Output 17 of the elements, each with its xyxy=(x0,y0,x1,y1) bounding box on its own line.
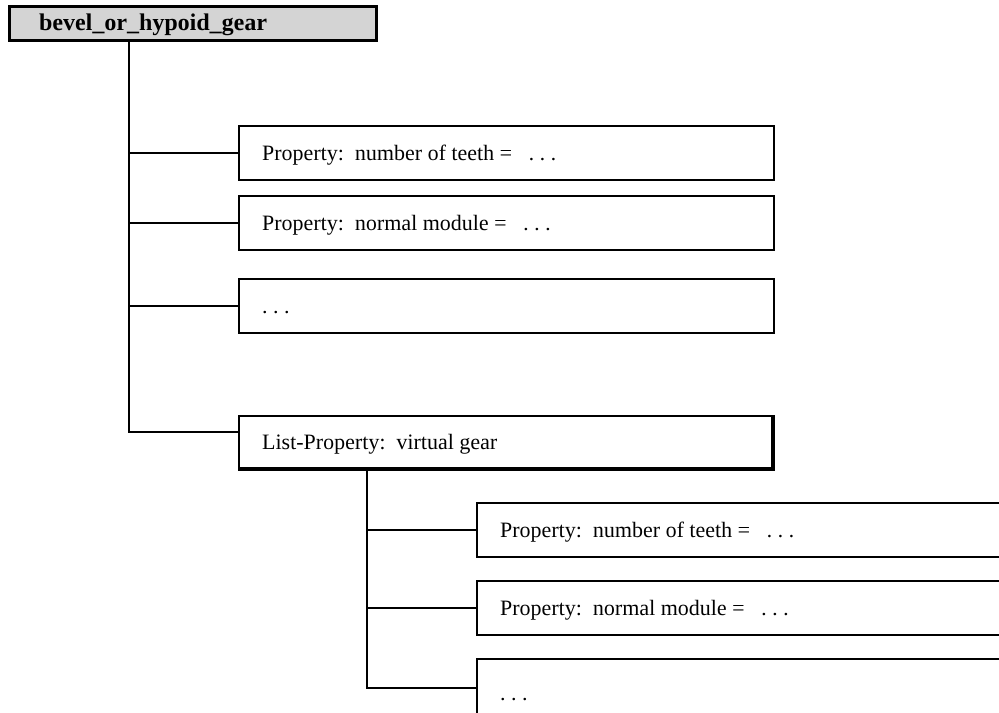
node-text: Property: normal module = . . . xyxy=(500,595,789,621)
node-text: Property: normal module = . . . xyxy=(262,210,551,236)
node-text: . . . xyxy=(262,293,290,319)
property-box xyxy=(238,278,775,334)
property-box xyxy=(476,502,999,558)
property-box xyxy=(238,125,775,181)
property-box xyxy=(476,580,999,636)
list-property-box xyxy=(238,415,775,471)
property-box xyxy=(238,195,775,251)
connector-line xyxy=(366,471,476,689)
node-text: Property: number of teeth = . . . xyxy=(500,517,794,543)
class-box xyxy=(8,5,378,42)
property-box xyxy=(476,658,999,713)
node-text: List-Property: virtual gear xyxy=(262,429,498,455)
node-text: bevel_or_hypoid_gear xyxy=(39,10,267,37)
node-text: Property: number of teeth = . . . xyxy=(262,140,556,166)
node-text: . . . xyxy=(500,680,528,706)
